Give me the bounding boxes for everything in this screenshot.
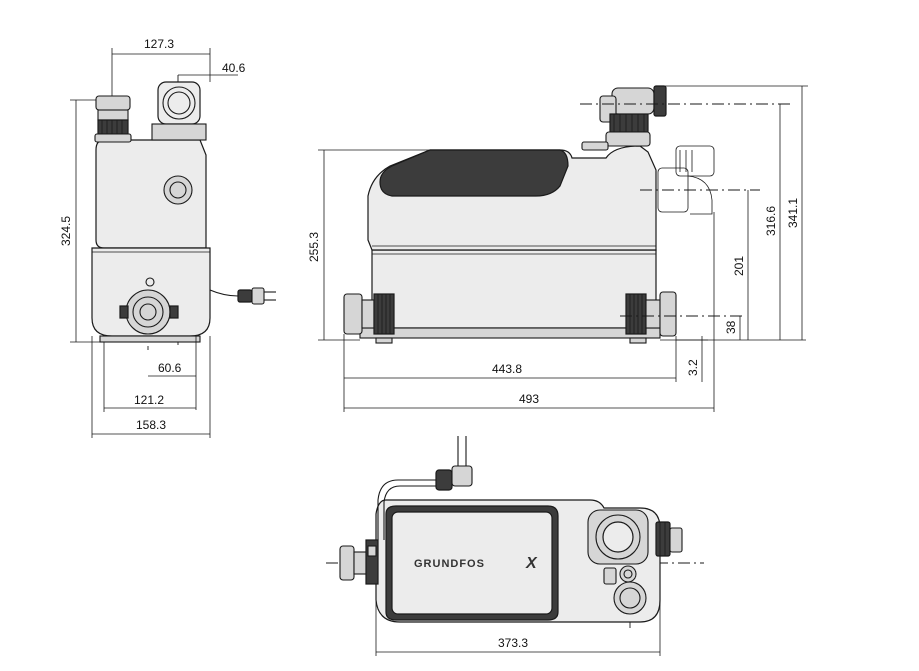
dim-front-height: 324.5 — [59, 216, 73, 246]
brand-logo-text: GRUNDFOS — [414, 558, 485, 570]
front-view: 127.3 40.6 324.5 60.6 121.2 158.3 — [59, 37, 276, 438]
dim-side-overall-height: 341.1 — [786, 198, 800, 228]
dim-side-mid-height: 201 — [732, 256, 746, 276]
dim-front-base-width: 121.2 — [134, 393, 164, 407]
dim-side-height: 255.3 — [307, 232, 321, 262]
dim-front-inlet-offset: 60.6 — [158, 361, 182, 375]
dim-side-overall-length: 493 — [519, 392, 539, 406]
top-view: GRUNDFOS X 373.3 — [326, 436, 704, 656]
dim-front-overall-width: 158.3 — [136, 418, 166, 432]
dim-front-top-width: 127.3 — [144, 37, 174, 51]
dim-side-inlet-height: 38 — [724, 320, 738, 334]
dim-top-length: 373.3 — [498, 636, 528, 650]
brand-logo-mark: X — [525, 555, 538, 572]
side-view: 255.3 443.8 493 3.2 38 201 316.6 341.1 — [307, 85, 808, 412]
dim-front-outlet-offset: 40.6 — [222, 61, 246, 75]
dim-side-outlet-height: 316.6 — [764, 206, 778, 236]
dim-side-inlet-spacing: 443.8 — [492, 362, 522, 376]
dim-side-base-offset: 3.2 — [686, 359, 700, 376]
